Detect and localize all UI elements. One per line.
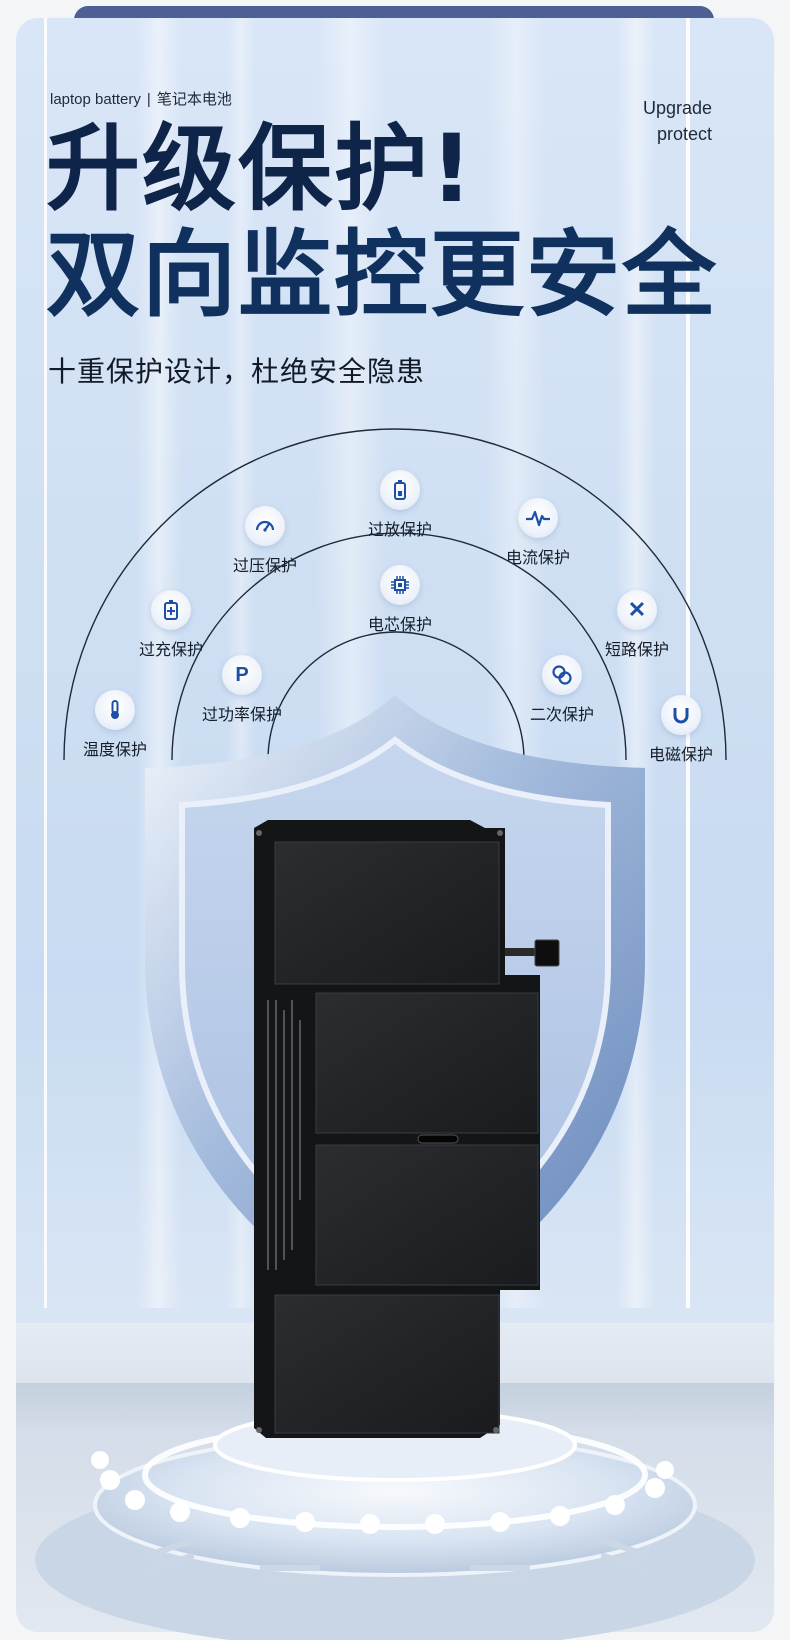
battery-slot	[417, 1134, 459, 1144]
inner-arc	[267, 631, 525, 761]
thermometer-icon	[95, 690, 135, 730]
feature-label: 电芯保护	[367, 615, 432, 634]
feature-label: 二次保护	[529, 705, 594, 724]
feature-label: 过功率保护	[201, 705, 282, 724]
feature-overdischarge: 过放保护	[340, 470, 460, 540]
feature-label: 温度保护	[82, 740, 147, 759]
feature-label: 过充保护	[138, 640, 203, 659]
light-beam	[616, 18, 656, 1308]
headline-line2: 双向监控更安全	[46, 221, 719, 330]
screw-hole	[256, 830, 262, 836]
feature-overvoltage: 过压保护	[205, 506, 325, 576]
feature-short-circuit: ✕ 短路保护	[577, 590, 697, 660]
brand-line: laptop battery | 笔记本电池	[50, 88, 232, 109]
magnet-icon	[661, 695, 701, 735]
screw-hole	[497, 830, 503, 836]
corner-tag-line1: Upgrade	[642, 98, 712, 118]
battery-connector	[534, 939, 560, 967]
corner-tag-line2: protect	[656, 124, 712, 144]
screw-hole	[256, 1427, 262, 1433]
feature-current: 电流保护	[478, 498, 598, 568]
light-beam	[44, 18, 47, 1308]
feature-label: 短路保护	[604, 640, 669, 659]
feature-electromagnetic: 电磁保护	[621, 695, 741, 765]
power-p-icon: P	[222, 655, 262, 695]
battery-label-lines	[267, 1000, 301, 1270]
cross-icon: ✕	[617, 590, 657, 630]
brand-separator: |	[146, 91, 151, 108]
screw-hole	[493, 1427, 499, 1433]
chip-icon	[380, 565, 420, 605]
battery-plus-icon	[151, 590, 191, 630]
battery-cable	[505, 948, 537, 956]
battery-cell	[315, 992, 539, 1134]
brand-en: laptop battery	[50, 91, 141, 108]
feature-overcharge: 过充保护	[111, 590, 231, 660]
subheadline: 十重保护设计，杜绝安全隐患	[48, 355, 426, 388]
pedestal-lights	[91, 1451, 674, 1534]
battery-cell	[274, 841, 500, 985]
feature-secondary: 二次保护	[502, 655, 622, 725]
gauge-icon	[245, 506, 285, 546]
headline-line1: 升级保护!	[46, 115, 475, 224]
feature-temperature: 温度保护	[55, 690, 175, 760]
battery-icon	[380, 470, 420, 510]
feature-label: 电磁保护	[648, 745, 713, 764]
pedestal-vents	[145, 1537, 650, 1586]
double-ring-icon	[542, 655, 582, 695]
feature-label: 过压保护	[232, 556, 297, 575]
battery-cell	[315, 1144, 539, 1286]
feature-label: 过放保护	[367, 520, 432, 539]
brand-cn: 笔记本电池	[156, 91, 232, 108]
outer-arc	[63, 428, 727, 761]
feature-cell: 电芯保护	[340, 565, 460, 635]
feature-label: 电流保护	[505, 548, 570, 567]
corner-tag: Upgrade protect	[643, 95, 712, 147]
pulse-icon	[518, 498, 558, 538]
battery-cell	[274, 1294, 500, 1434]
light-beam	[686, 18, 690, 1308]
middle-arc	[171, 532, 627, 761]
feature-overpower: P 过功率保护	[182, 655, 302, 725]
